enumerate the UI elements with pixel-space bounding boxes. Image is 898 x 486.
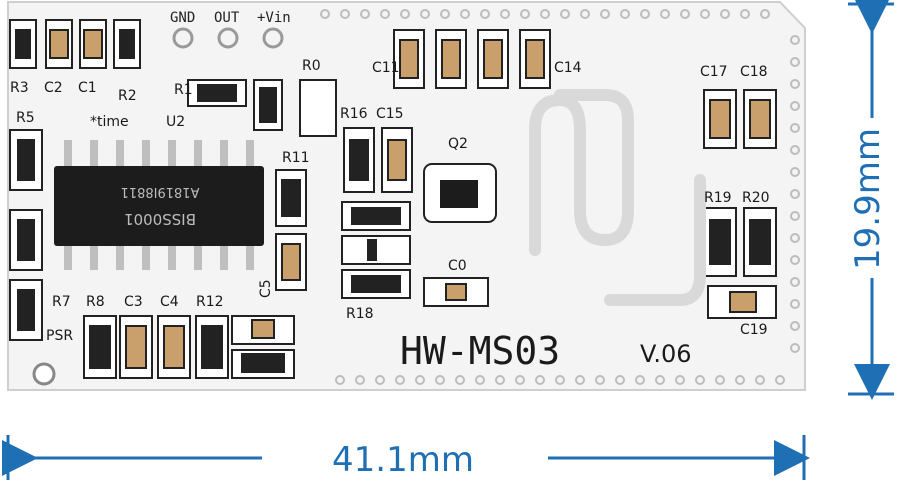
label-r18: R18 (346, 306, 374, 322)
smd-components (9, 19, 777, 379)
label-c15: C15 (376, 106, 404, 122)
label-c3: C3 (124, 294, 143, 310)
label-c14: C14 (554, 60, 582, 76)
top-vias (320, 9, 770, 19)
label-r2: R2 (118, 88, 137, 104)
label-c19: C19 (740, 322, 768, 338)
label-r19: R19 (704, 190, 732, 206)
label-c11: C11 (372, 60, 400, 76)
label-r16: R16 (340, 106, 368, 122)
label-time: *time (90, 114, 129, 130)
mounting-hole (32, 362, 56, 386)
label-r3: R3 (10, 80, 29, 96)
label-c0: C0 (448, 258, 467, 274)
label-r11: R11 (282, 150, 310, 166)
label-c2: C2 (44, 80, 63, 96)
label-r8: R8 (86, 294, 105, 310)
label-r12: R12 (196, 294, 224, 310)
label-r0: R0 (302, 58, 321, 74)
height-dimension-label: 19.9mm (848, 128, 888, 270)
bottom-vias (335, 375, 785, 385)
antenna-trace (529, 89, 634, 256)
header-pins (172, 27, 284, 49)
board-version: V.06 (640, 340, 692, 368)
label-c17: C17 (700, 64, 728, 80)
label-u2: U2 (166, 114, 185, 130)
ic-marking-line1: A1819I8811 (121, 184, 200, 199)
label-psr: PSR (46, 328, 73, 344)
label-q2: Q2 (448, 136, 468, 152)
label-r7: R7 (52, 294, 71, 310)
pin-label-out: OUT (214, 10, 240, 26)
board-model: HW-MS03 (400, 329, 560, 373)
label-c5: C5 (258, 279, 274, 298)
pin-label-vin: +Vin (257, 10, 291, 26)
label-c4: C4 (160, 294, 179, 310)
label-c1: C1 (78, 80, 97, 96)
transistor-q2 (423, 163, 497, 223)
label-c18: C18 (740, 64, 768, 80)
label-r1: R1 (174, 82, 193, 98)
ic-marking-line2: BISS0001 (124, 210, 196, 228)
label-r20: R20 (742, 190, 770, 206)
ic-biss0001: A1819I8811 BISS0001 (54, 140, 264, 270)
right-vias (790, 35, 800, 353)
width-dimension-label: 41.1mm (332, 440, 474, 480)
pin-label-gnd: GND (170, 10, 195, 26)
label-r5: R5 (16, 110, 35, 126)
